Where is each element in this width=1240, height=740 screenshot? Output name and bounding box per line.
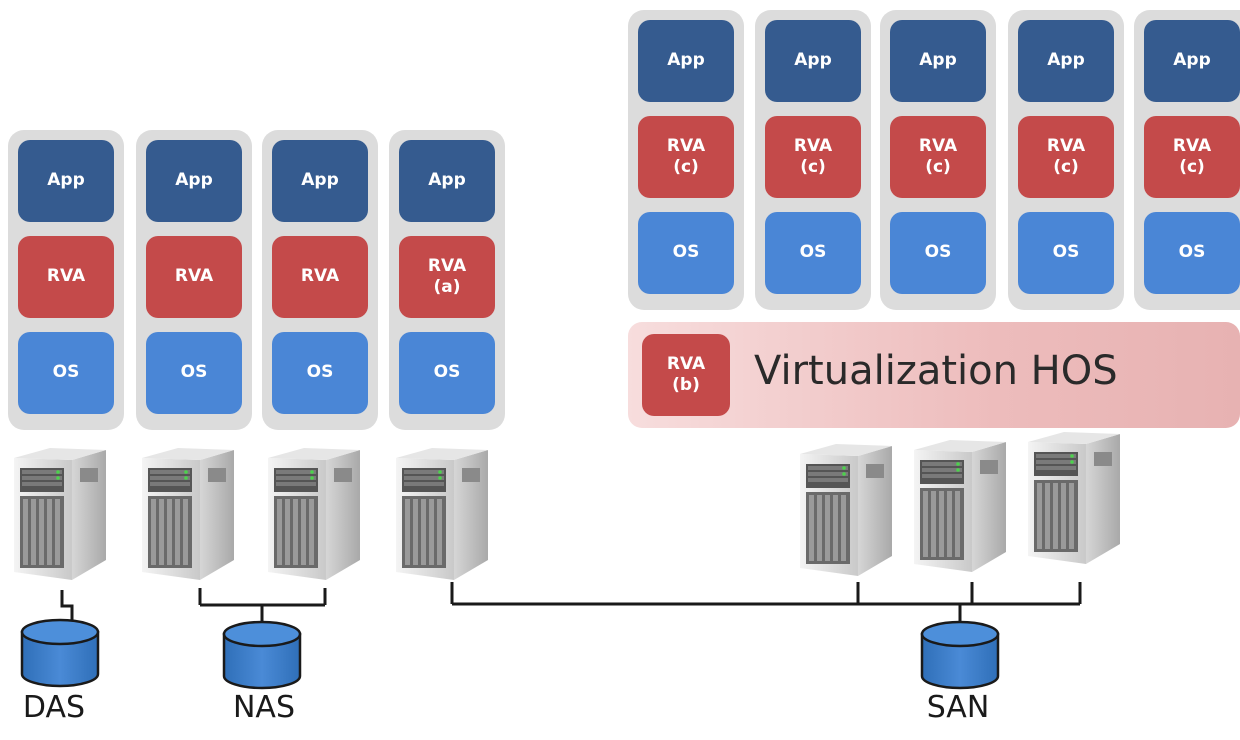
server-tower-icon — [796, 444, 896, 584]
server-tower-icon — [392, 448, 492, 588]
storage-label-das: DAS — [22, 690, 86, 725]
server-tower-icon — [264, 448, 364, 588]
vm-stack: App RVA OS — [8, 130, 124, 430]
vm-stack: App RVA OS — [136, 130, 252, 430]
os-layer: OS — [765, 212, 861, 294]
rva-layer: RVA (c) — [765, 116, 861, 198]
rva-layer: RVA (c) — [1144, 116, 1240, 198]
vm-stack: App RVA (c) OS — [755, 10, 871, 310]
vm-stack: App RVA (c) OS — [880, 10, 996, 310]
vm-stack: App RVA (a) OS — [389, 130, 505, 430]
virtualization-hos-bar: RVA (b) Virtualization HOS — [628, 322, 1240, 428]
hos-rva-layer: RVA (b) — [642, 334, 730, 416]
rva-layer: RVA (c) — [1018, 116, 1114, 198]
server-tower-icon — [10, 448, 110, 588]
rva-layer: RVA — [272, 236, 368, 318]
rva-layer: RVA (c) — [638, 116, 734, 198]
os-layer: OS — [890, 212, 986, 294]
server-tower-icon — [138, 448, 238, 588]
app-layer: App — [638, 20, 734, 102]
rva-layer: RVA — [146, 236, 242, 318]
os-layer: OS — [1018, 212, 1114, 294]
os-layer: OS — [399, 332, 495, 414]
os-layer: OS — [1144, 212, 1240, 294]
os-layer: OS — [638, 212, 734, 294]
app-layer: App — [272, 140, 368, 222]
os-layer: OS — [272, 332, 368, 414]
hos-title: Virtualization HOS — [754, 348, 1118, 394]
storage-label-san: SAN — [926, 690, 990, 725]
app-layer: App — [890, 20, 986, 102]
vm-stack: App RVA (c) OS — [1134, 10, 1240, 310]
server-tower-icon — [1024, 432, 1124, 572]
rva-layer: RVA — [18, 236, 114, 318]
app-layer: App — [1018, 20, 1114, 102]
app-layer: App — [18, 140, 114, 222]
server-tower-icon — [910, 440, 1010, 580]
database-cylinder-icon — [18, 618, 102, 688]
vm-stack: App RVA (c) OS — [628, 10, 744, 310]
os-layer: OS — [146, 332, 242, 414]
vm-stack: App RVA OS — [262, 130, 378, 430]
app-layer: App — [765, 20, 861, 102]
app-layer: App — [1144, 20, 1240, 102]
database-cylinder-icon — [220, 620, 304, 690]
rva-layer: RVA (c) — [890, 116, 986, 198]
storage-label-nas: NAS — [232, 690, 295, 725]
database-cylinder-icon — [918, 620, 1002, 690]
os-layer: OS — [18, 332, 114, 414]
rva-layer: RVA (a) — [399, 236, 495, 318]
vm-stack: App RVA (c) OS — [1008, 10, 1124, 310]
app-layer: App — [399, 140, 495, 222]
app-layer: App — [146, 140, 242, 222]
